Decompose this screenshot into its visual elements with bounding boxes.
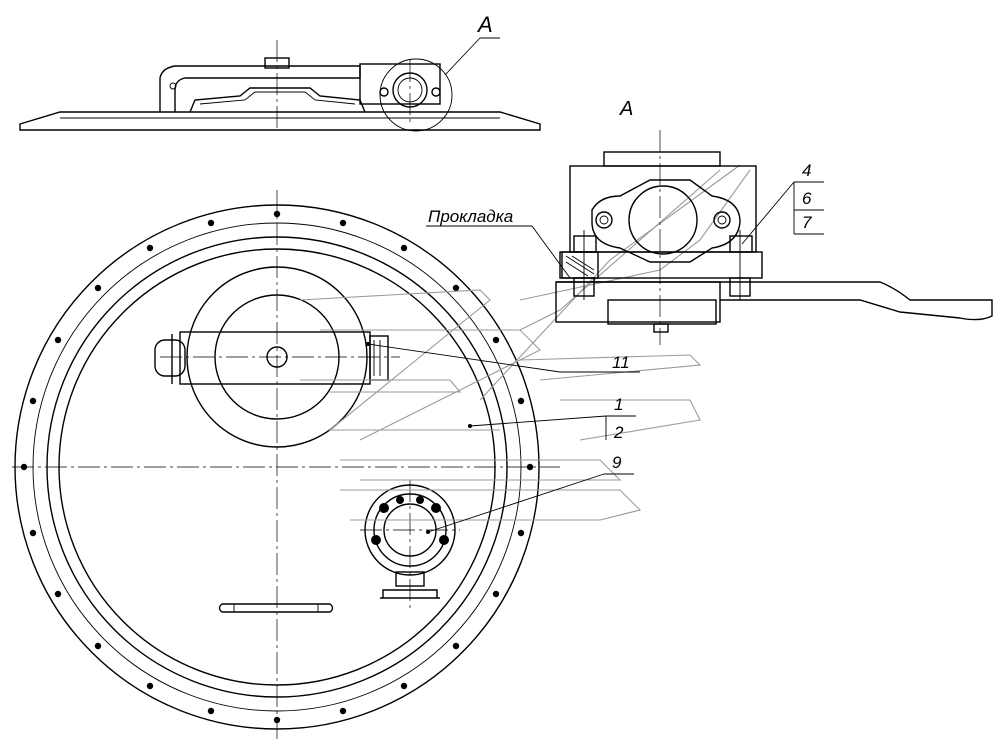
detail-view-a: А — [555, 98, 993, 345]
bolt-holes — [20, 210, 534, 724]
callout-1: 1 — [614, 395, 623, 414]
callout-9: 9 — [612, 453, 622, 472]
callout-4: 4 — [802, 161, 811, 180]
top-elevation-view: А — [19, 12, 541, 132]
plan-view — [12, 190, 560, 739]
view-a-label: А — [476, 12, 493, 37]
gasket-label: Прокладка — [428, 207, 513, 226]
ghost-lines — [299, 164, 751, 521]
callouts: Прокладка 4 6 7 11 1 2 9 — [366, 161, 824, 534]
detail-a-marker — [379, 58, 453, 132]
callout-11: 11 — [612, 353, 630, 372]
callout-6: 6 — [802, 189, 812, 208]
detail-a-title: А — [619, 98, 633, 120]
callout-7: 7 — [802, 213, 812, 232]
callout-2: 2 — [613, 423, 624, 442]
